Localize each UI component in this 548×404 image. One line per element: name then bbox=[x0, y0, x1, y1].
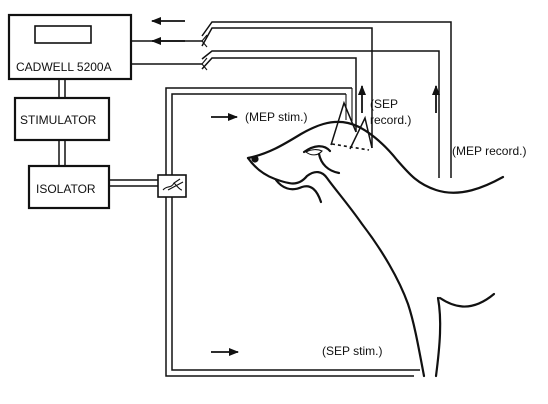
mep-stim-label: (MEP stim.) bbox=[245, 110, 307, 124]
cadwell-label: CADWELL 5200A bbox=[16, 60, 112, 74]
sep-record-label-line-2: record.) bbox=[370, 113, 411, 127]
dog-cheek-line bbox=[319, 154, 339, 173]
dog-leg-outline bbox=[440, 294, 494, 307]
isolator-label: ISOLATOR bbox=[36, 182, 96, 196]
sep-record-label-line-1: (SEP bbox=[370, 97, 398, 111]
dog-nose bbox=[251, 155, 258, 162]
sep-stim-cable-bottom bbox=[172, 197, 420, 370]
stimulator-label: STIMULATOR bbox=[20, 113, 97, 127]
mep-record-label: (MEP record.) bbox=[452, 144, 526, 158]
mep-stim-cable-top-outer bbox=[166, 88, 352, 175]
cadwell-display-screen bbox=[35, 26, 91, 43]
dog-back-outline bbox=[436, 298, 440, 376]
mep-record-cable-outer-top bbox=[202, 22, 451, 178]
sep-stim-label: (SEP stim.) bbox=[322, 344, 382, 358]
mep-stim-cable-top bbox=[172, 94, 346, 175]
